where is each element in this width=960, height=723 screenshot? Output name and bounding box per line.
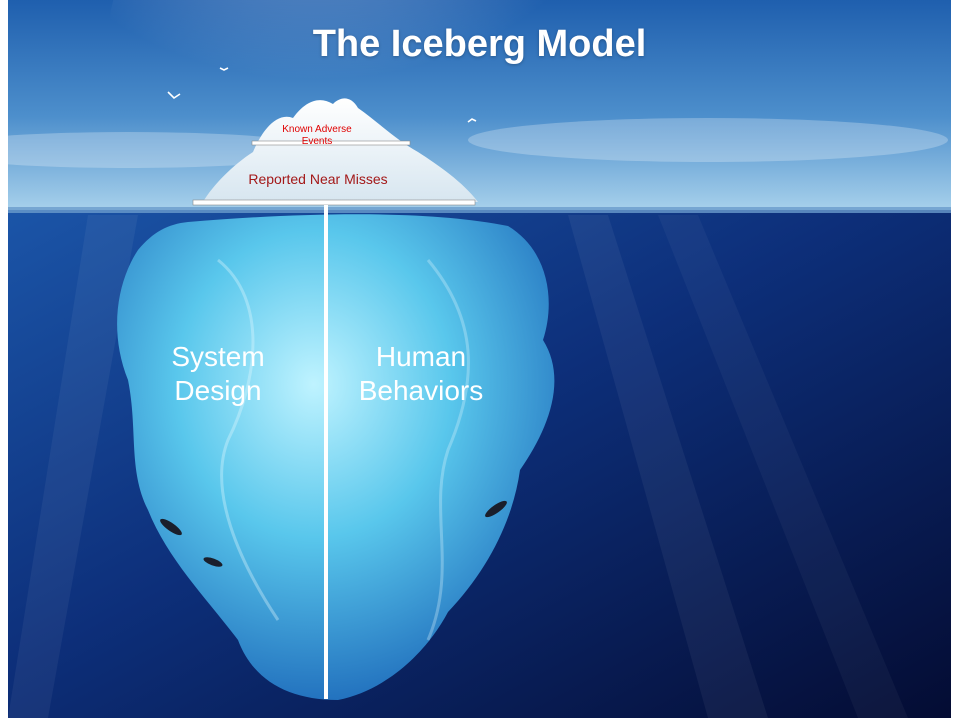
slide-title: The Iceberg Model <box>312 23 647 65</box>
divider-line <box>324 205 328 699</box>
waterline-bar <box>192 199 476 206</box>
light-ray <box>568 215 768 718</box>
penguin-icon <box>160 500 507 567</box>
ice-texture <box>426 259 470 641</box>
ice-texture <box>217 258 280 621</box>
reported-near-misses-label: Reported Near Misses <box>248 171 388 187</box>
slide: The Iceberg Model Known Adverse Events R… <box>8 0 951 718</box>
human-behaviors-label: Human Behaviors <box>358 341 484 406</box>
known-events-bar <box>251 140 411 146</box>
iceberg-scene <box>8 0 951 718</box>
light-ray <box>658 215 908 718</box>
cloud <box>468 118 948 162</box>
light-ray <box>8 215 138 718</box>
waterline <box>8 207 951 213</box>
iceberg-underwater <box>117 214 555 700</box>
system-design-label: System Design <box>171 341 265 406</box>
seagull-icon <box>167 67 477 123</box>
iceberg-tip <box>203 98 478 202</box>
known-adverse-events-label: Known Adverse Events <box>282 124 352 147</box>
